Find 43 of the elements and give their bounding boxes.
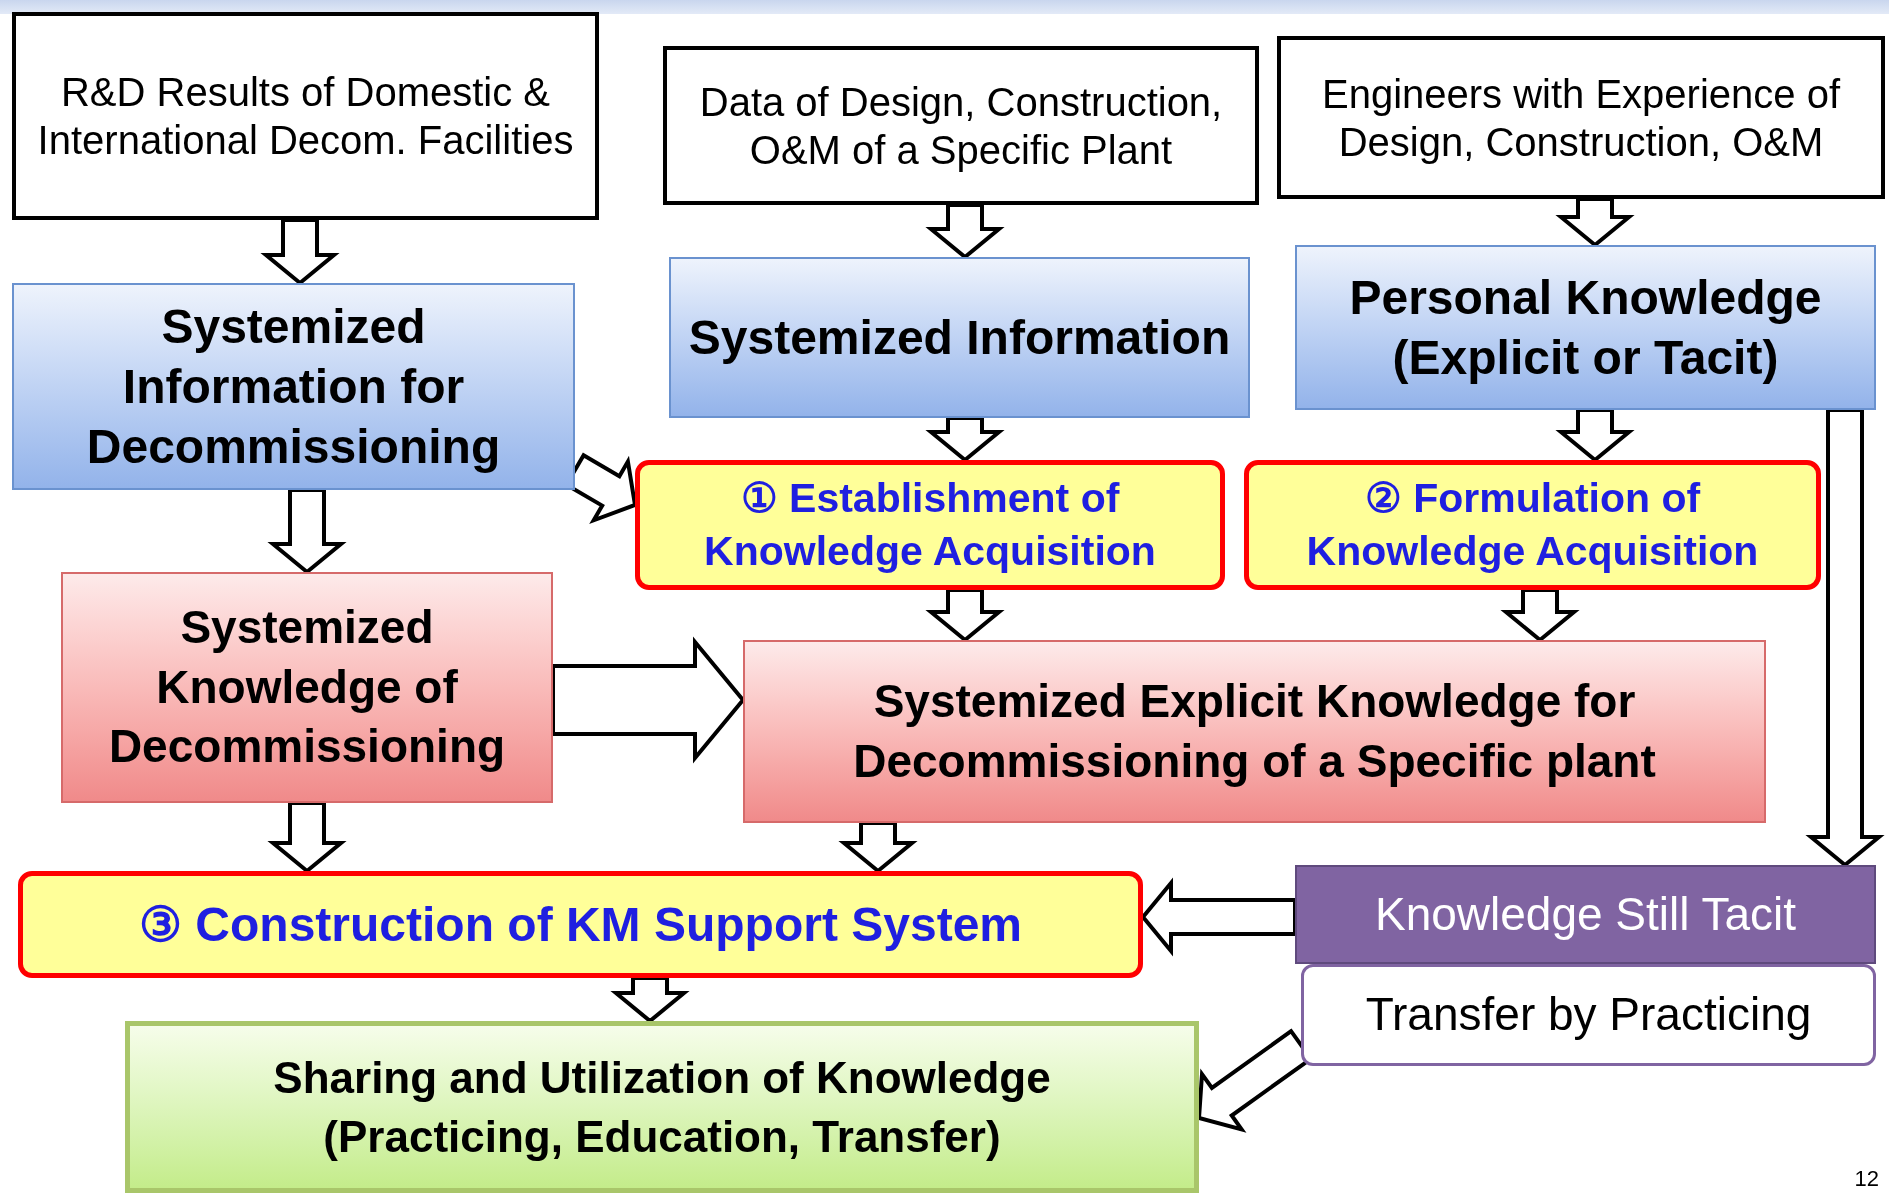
page-number: 12 <box>1854 1165 1879 1193</box>
practice-box <box>1301 964 1876 1066</box>
box-text: Personal Knowledge (Explicit or Tacit) <box>1348 269 1823 386</box>
box-text: ③ Construction of KM Support System <box>139 896 1022 953</box>
block-arrow <box>260 218 340 286</box>
block-arrow <box>1805 408 1885 868</box>
box-text: Sharing and Utilization of Knowledge (Practicing, Education, Transfer) <box>272 1051 1052 1163</box>
source-box <box>1277 36 1885 199</box>
knowledge-box <box>61 572 553 803</box>
step-box <box>1244 460 1821 590</box>
box-text: Engineers with Experience of Design, Construction, O&M <box>1320 70 1842 166</box>
box-text: Systemized Information <box>688 309 1231 366</box>
block-arrow <box>1555 408 1635 463</box>
box-text: Systemized Knowledge of Decommissioning <box>107 599 507 775</box>
box-text: R&D Results of Domestic & International Decom. Facilities <box>36 69 575 164</box>
box-text: Knowledge Still Tacit <box>1374 886 1797 942</box>
tacit-knowledge-box <box>1295 865 1876 964</box>
information-box <box>1295 245 1876 410</box>
box-text: ① Establishment of Knowledge Acquisition <box>703 473 1157 576</box>
step-box <box>635 460 1225 590</box>
step-box <box>18 871 1143 978</box>
box-text: Systemized Information for Decommissioning <box>85 298 502 475</box>
block-arrow <box>1555 197 1635 248</box>
block-arrow <box>610 976 690 1024</box>
block-arrow <box>1140 877 1297 957</box>
box-text: Transfer by Practicing <box>1365 987 1812 1043</box>
block-arrow <box>925 416 1005 463</box>
box-text: Systemized Explicit Knowledge for Decommissioning of a Specific plant <box>852 673 1657 789</box>
information-box <box>12 283 575 490</box>
block-arrow <box>838 821 918 874</box>
box-text: ② Formulation of Knowledge Acquisition <box>1305 473 1760 576</box>
block-arrow <box>551 636 746 764</box>
block-arrow <box>1500 588 1580 643</box>
result-box <box>125 1021 1199 1193</box>
information-box <box>669 257 1250 418</box>
source-box <box>663 46 1259 205</box>
source-box <box>12 12 599 220</box>
knowledge-box <box>743 640 1766 823</box>
block-arrow <box>267 801 347 874</box>
block-arrow <box>925 203 1005 260</box>
block-arrow <box>267 488 347 575</box>
block-arrow <box>925 588 1005 643</box>
box-text: Data of Design, Construction, O&M of a Specific Plant <box>698 78 1224 174</box>
